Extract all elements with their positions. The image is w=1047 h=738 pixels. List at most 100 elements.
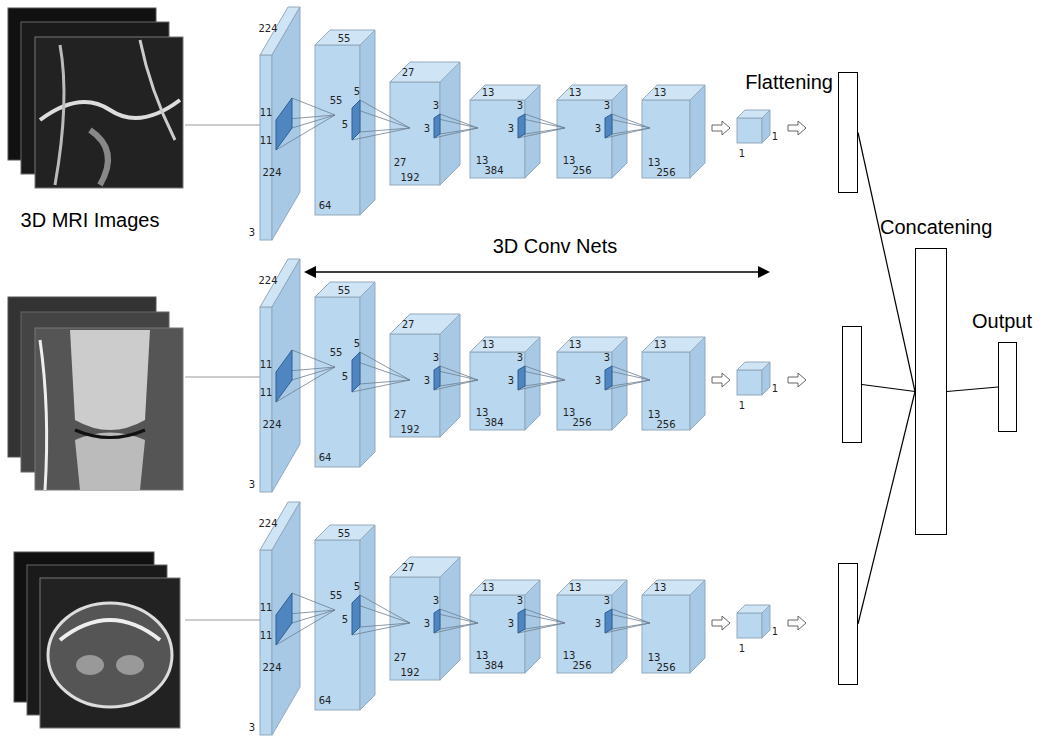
dimension-label: 224: [262, 167, 281, 178]
feature-map-front: [557, 100, 612, 178]
connector-line: [858, 133, 915, 392]
feature-map-side: [360, 282, 375, 467]
kernel: [518, 366, 525, 390]
dimension-label: 64: [319, 452, 332, 463]
kernel-ray: [440, 609, 478, 623]
dimension-label: 11: [260, 387, 273, 398]
kernel-ray: [292, 350, 335, 367]
feature-map-side: [525, 85, 540, 178]
dimension-label: 3: [433, 100, 439, 111]
kernel-ray: [525, 114, 565, 128]
dimension-label: 13: [563, 407, 576, 418]
dimension-label: 256: [572, 660, 591, 671]
input-line: [185, 619, 260, 620]
kernel-ray: [360, 380, 410, 384]
kernel-ray: [360, 128, 410, 132]
kernel-ray: [612, 366, 650, 380]
dimension-label: 55: [338, 528, 351, 539]
node-heading: Flattening: [745, 71, 833, 94]
kernel: [352, 595, 360, 635]
dimension-label: 192: [400, 172, 419, 183]
dimension-label: 55: [330, 347, 343, 358]
kernel: [605, 114, 612, 138]
kernel-ray: [292, 367, 335, 380]
kernel-ray: [360, 100, 410, 128]
kernel: [352, 100, 360, 140]
kernel: [518, 114, 525, 138]
feature-map-front: [737, 370, 762, 395]
kernel-ray: [360, 623, 410, 627]
dimension-label: 11: [260, 107, 273, 118]
dimension-label: 256: [572, 417, 591, 428]
feature-map-front: [470, 595, 525, 673]
dimension-label: 5: [354, 581, 360, 592]
connector: [858, 392, 915, 625]
caption-label: 3D MRI Images: [21, 209, 160, 232]
kernel-ray: [612, 609, 650, 623]
feature-vector: [842, 326, 862, 443]
feature-map-side: [360, 525, 375, 710]
dimension-label: 11: [260, 135, 273, 146]
dimension-label: 3: [604, 595, 610, 606]
dimension-label: 13: [476, 155, 489, 166]
feature-map-front: [557, 595, 612, 673]
dimension-label: 13: [476, 650, 489, 661]
dimension-label: 256: [656, 662, 675, 673]
feature-map-front: [470, 352, 525, 430]
dimension-label: 1: [772, 383, 778, 394]
kernel: [276, 350, 292, 402]
node-heading: Concatening: [880, 216, 992, 239]
feature-map-side: [762, 110, 770, 143]
kernel: [605, 609, 612, 633]
dimension-label: 13: [654, 339, 667, 350]
dimension-label: 27: [394, 157, 407, 168]
mri-bone: [75, 433, 145, 491]
output-vector: Output: [998, 342, 1017, 432]
arrow-head: [304, 266, 316, 278]
feature-map-side: [690, 85, 705, 178]
feature-map-side: [272, 7, 300, 240]
mri-tissue: [140, 40, 175, 140]
feature-map-front: [737, 118, 762, 143]
kernel-ray: [360, 352, 410, 380]
kernel-ray: [434, 623, 478, 633]
dimension-label: 5: [342, 614, 348, 625]
dimension-label: 13: [654, 582, 667, 593]
dimension-label: 55: [330, 590, 343, 601]
feature-map-front: [315, 45, 360, 215]
dimension-label: 224: [262, 662, 281, 673]
dimension-label: 3: [508, 375, 514, 386]
node-heading: Output: [972, 310, 1032, 333]
dimension-label: 11: [260, 359, 273, 370]
dimension-label: 11: [260, 630, 273, 641]
flow-arrow: [712, 373, 730, 387]
kernel: [434, 114, 440, 138]
dimension-label: 3: [424, 618, 430, 629]
dimension-label: 3: [249, 227, 255, 238]
mri-bone: [70, 330, 150, 430]
feature-map-side: [762, 605, 770, 638]
connector: [858, 133, 915, 392]
feature-map-side: [272, 259, 300, 492]
kernel-ray: [292, 115, 335, 128]
concat-vector: Concatening: [915, 248, 947, 535]
dimension-label: 1: [772, 131, 778, 142]
feature-map-front: [390, 82, 440, 185]
input-line: [185, 376, 260, 377]
kernel-ray: [612, 114, 650, 128]
dimension-label: 3: [517, 595, 523, 606]
dimension-label: 3: [595, 123, 601, 134]
kernel-ray: [440, 114, 478, 128]
connector: [862, 385, 915, 392]
dimension-label: 1: [772, 626, 778, 637]
mri-stack: [8, 297, 183, 490]
dimension-label: 55: [338, 285, 351, 296]
mri-tissue: [40, 340, 47, 490]
kernel: [518, 609, 525, 633]
feature-vector: Flattening: [838, 72, 858, 193]
dimension-label: 13: [482, 87, 495, 98]
dimension-label: 384: [484, 660, 503, 671]
dimension-label: 3: [595, 618, 601, 629]
dimension-label: 27: [402, 319, 415, 330]
mri-joint: [75, 430, 145, 438]
